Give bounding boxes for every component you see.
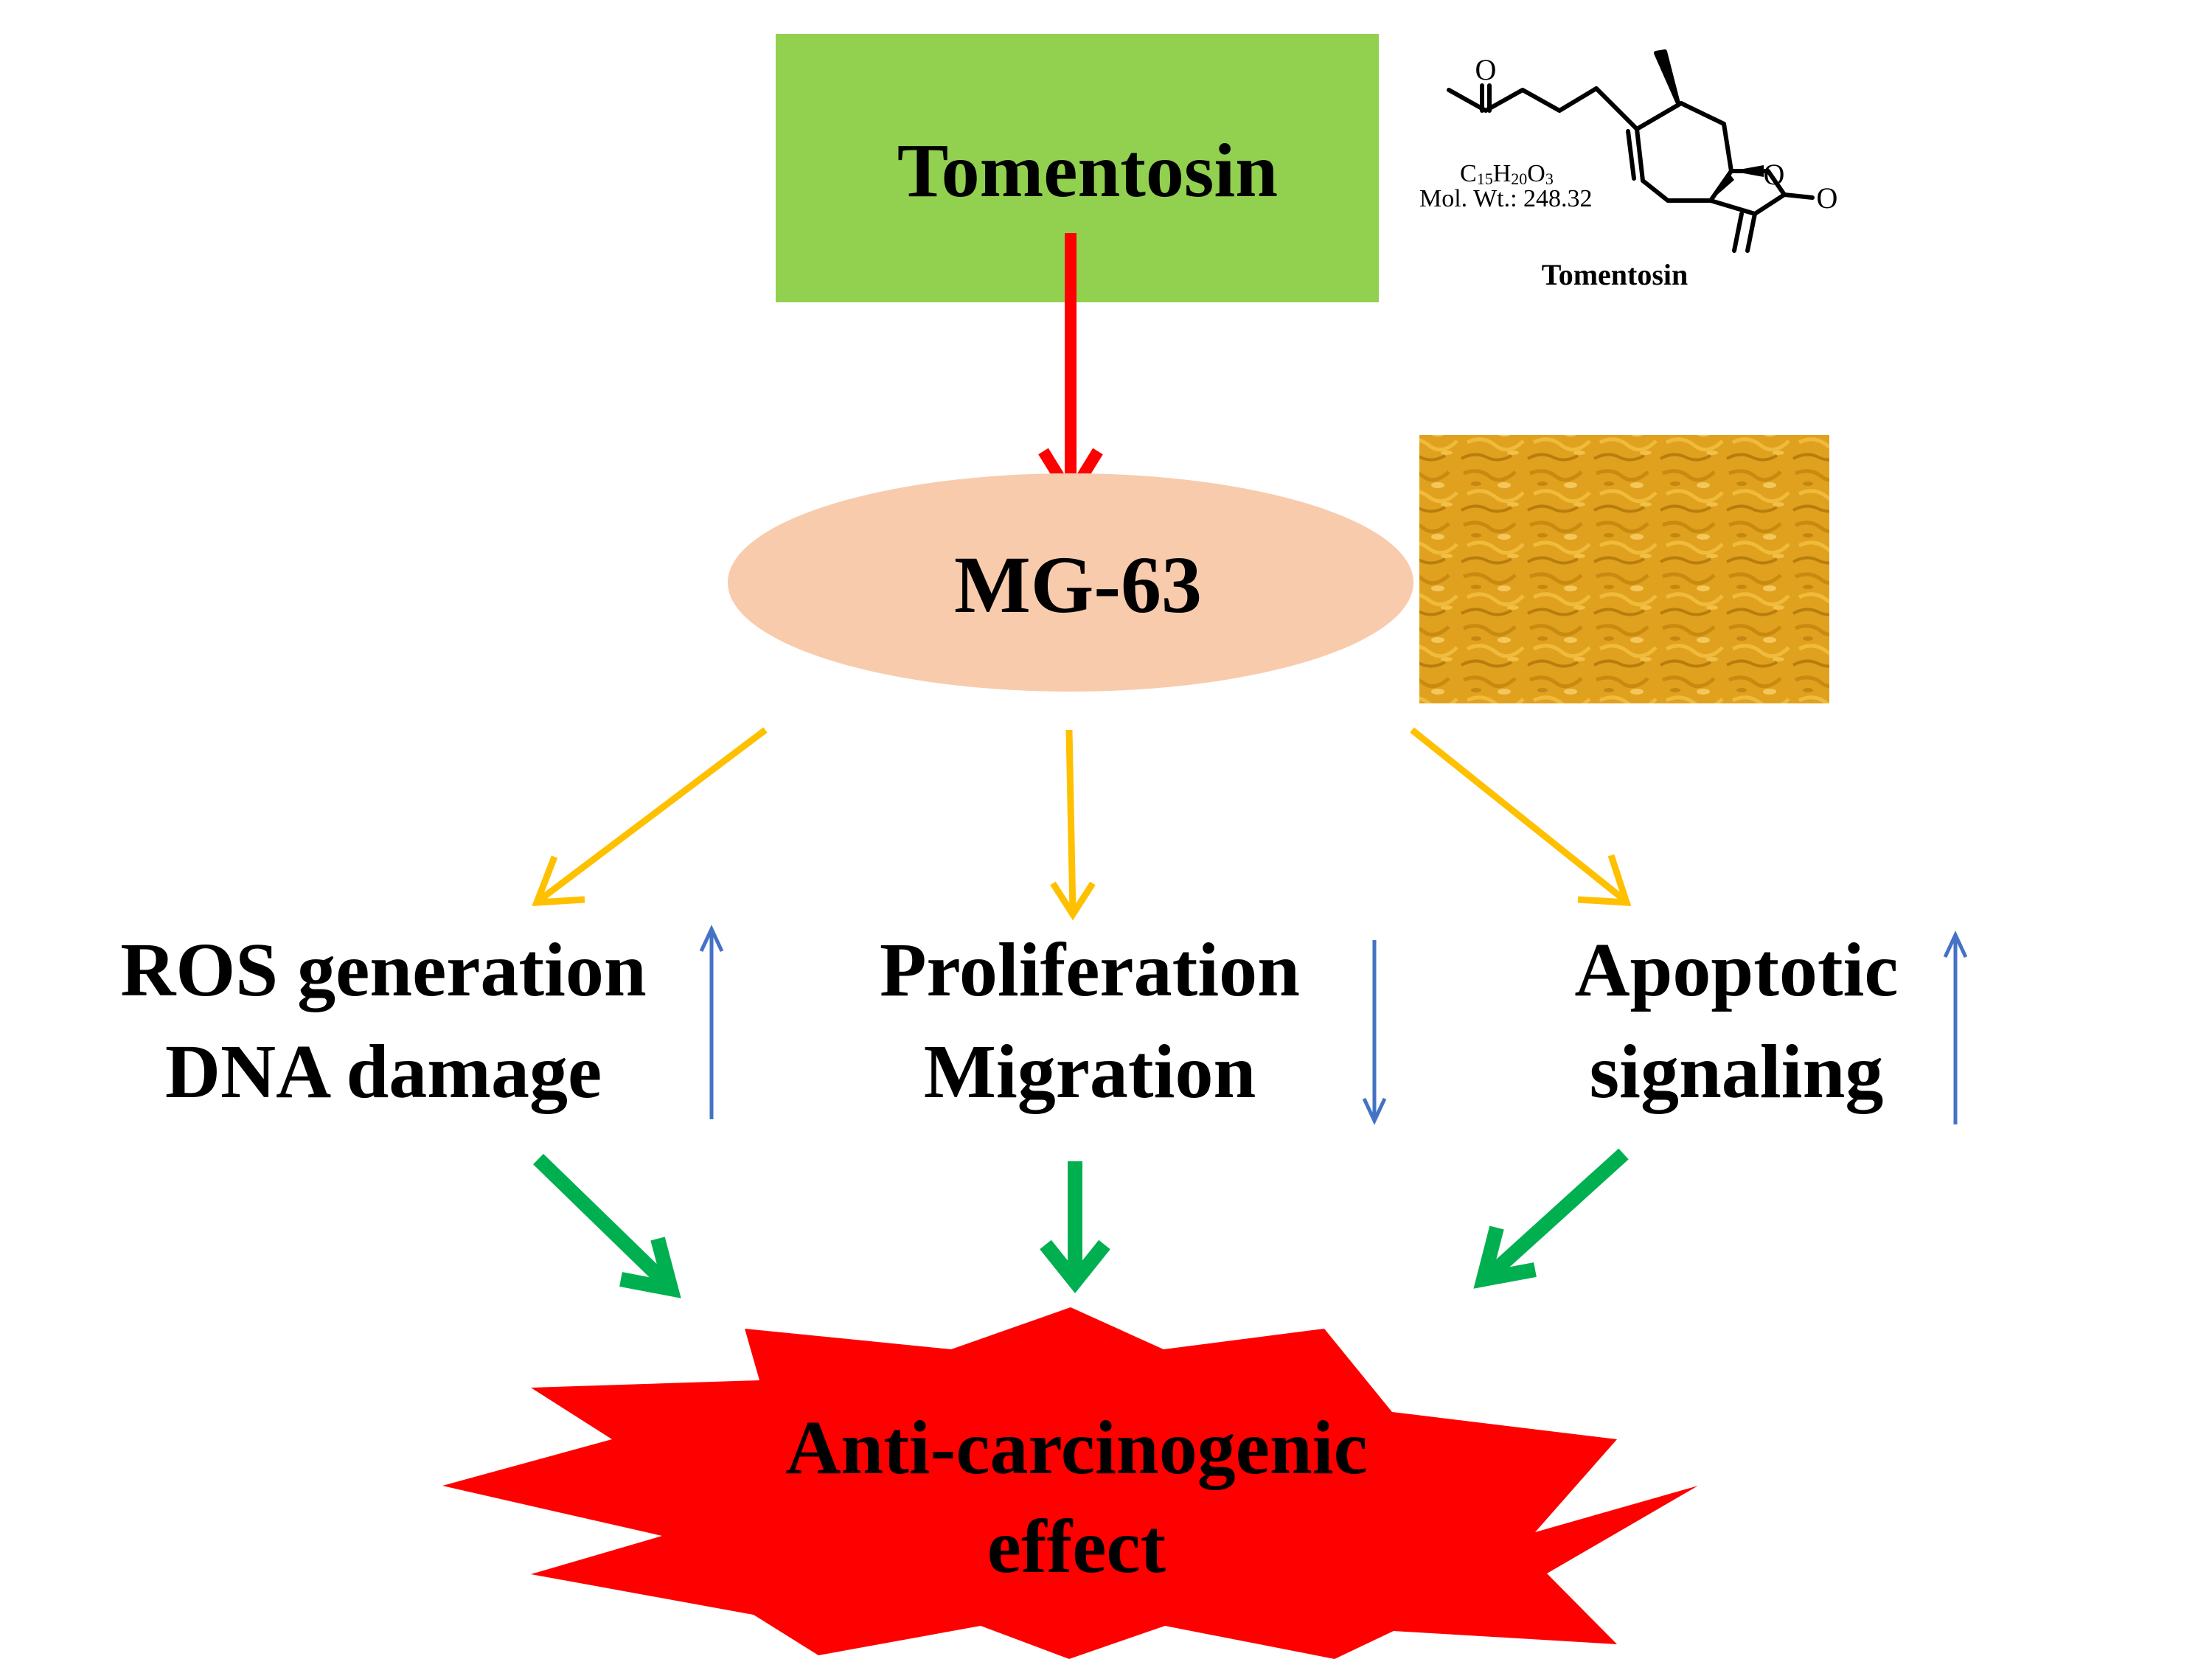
- tomentosin-box-label: Tomentosin: [897, 128, 1278, 213]
- orange-arrow-left: [532, 727, 768, 906]
- outcome-starburst: [442, 1307, 1698, 1659]
- effect-ros-line2: DNA damage: [165, 1029, 602, 1114]
- cell-micrograph: [1419, 435, 1829, 703]
- tomentosin-box: [776, 34, 1379, 302]
- green-arrow-left: [533, 1153, 681, 1298]
- green-arrow-right: [1473, 1148, 1629, 1289]
- outcome-line2: effect: [987, 1504, 1166, 1589]
- mg63-ellipse: [728, 473, 1413, 692]
- effect-apop-line1: Apoptotic: [1574, 928, 1898, 1012]
- carbonyl-oxygen-label: O: [1817, 181, 1838, 215]
- orange-arrow-center: [1050, 729, 1096, 921]
- effect-prolif-line1: Proliferation: [880, 928, 1300, 1012]
- effect-ros-line1: ROS generation: [120, 928, 647, 1012]
- down-arrow-icon: [1362, 940, 1387, 1125]
- up-arrow-icon: [1943, 931, 1968, 1124]
- molecular-formula: C15H20O3: [1460, 160, 1554, 188]
- effect-prolif-line2: Migration: [924, 1029, 1256, 1114]
- orange-arrow-right: [1410, 727, 1632, 906]
- mg63-label: MG-63: [954, 540, 1202, 630]
- ring-oxygen-label: O: [1764, 158, 1785, 191]
- green-arrow-center: [1040, 1161, 1110, 1294]
- effect-apop-line2: signaling: [1590, 1029, 1884, 1114]
- chemical-structure: [1447, 49, 1815, 253]
- ketone-oxygen-label: O: [1475, 53, 1497, 86]
- up-arrow-icon: [699, 925, 724, 1119]
- structure-name: Tomentosin: [1542, 258, 1688, 291]
- outcome-line1: Anti-carcinogenic: [785, 1405, 1368, 1490]
- molecular-weight: Mol. Wt.: 248.32: [1419, 185, 1593, 212]
